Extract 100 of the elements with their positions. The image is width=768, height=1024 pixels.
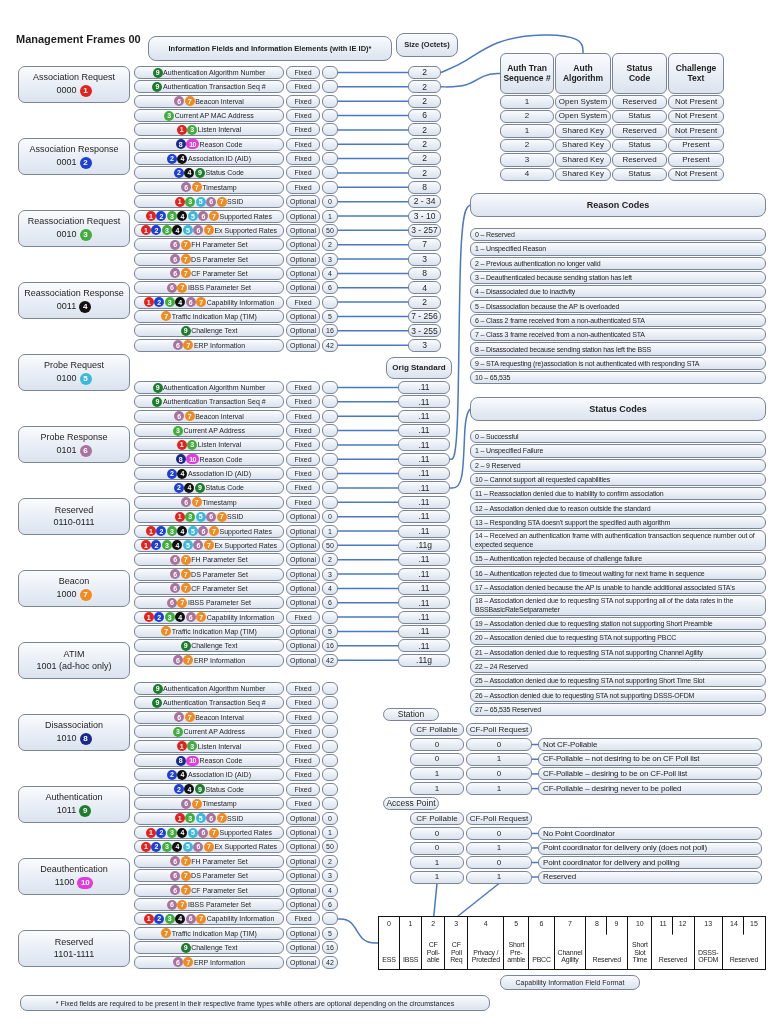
frame-type-name: Authentication (45, 792, 103, 802)
field-row (134, 309, 284, 323)
connector-line (337, 458, 399, 460)
connector-line (440, 34, 584, 74)
subtype-code: 0011 (56, 302, 77, 311)
field-row (134, 682, 284, 695)
field-row (134, 768, 284, 782)
standard-cell: .11 (398, 639, 450, 653)
empty-ie-id-cell (322, 80, 338, 94)
standard-cell: .11 (398, 495, 450, 509)
field-row (134, 252, 284, 266)
bit-value-cell: 0 (466, 738, 532, 751)
connector-line (337, 229, 409, 232)
field-row (134, 696, 284, 710)
frame-type-box (18, 642, 130, 679)
list-header: Status Codes (470, 397, 766, 421)
frame-type-box (18, 354, 130, 391)
field-row (134, 869, 284, 883)
table-cell: Status (612, 109, 667, 123)
connector-line (337, 301, 409, 303)
field-row (134, 510, 284, 524)
empty-ie-id-cell (322, 710, 338, 724)
field-row (134, 467, 284, 481)
field-row (134, 912, 284, 926)
diagram-title: Management Frames 00 (16, 33, 141, 45)
table-header-cell: CF-Poll Request (466, 812, 532, 825)
standard-cell: .11g (398, 653, 450, 667)
standard-cell: .11 (398, 424, 450, 438)
connector-line (531, 773, 539, 775)
table-header-cell: Auth Algorithm (555, 53, 611, 94)
frame-type-name: Beacon (58, 576, 90, 586)
field-row (134, 840, 284, 854)
standard-cell: .11 (398, 581, 450, 595)
connector-line (337, 659, 399, 661)
empty-ie-id-cell (322, 467, 338, 481)
field-row (134, 137, 284, 151)
connector-line (337, 344, 409, 346)
connector-line (337, 86, 409, 88)
table-cell: Reserved (612, 153, 667, 167)
empty-ie-id-cell (322, 295, 338, 309)
table-header-cell: Challenge Text (668, 53, 724, 94)
field-row (134, 409, 284, 423)
connector-line (337, 186, 409, 189)
subtype-code: 0001 (56, 158, 77, 167)
table-header-cell: Auth Tran Sequence # (500, 53, 554, 94)
field-row (134, 223, 284, 237)
connector-line (337, 444, 399, 446)
bit-cell (400, 917, 423, 969)
size-cell: 2 (408, 123, 441, 137)
size-cell: 2 (408, 66, 441, 79)
bit-value-cell: 1 (410, 870, 464, 884)
field-row (134, 898, 284, 911)
field-row (134, 424, 284, 438)
table-cell: Shared Key (555, 153, 611, 167)
empty-ie-id-cell (322, 797, 338, 811)
field-row (134, 567, 284, 581)
frame-type-name: Disassociation (45, 720, 103, 730)
connector-line (337, 573, 399, 575)
connector-line (337, 918, 379, 944)
description-row: CF-Pollable – desiring never to be polled (538, 782, 762, 796)
field-row (134, 438, 284, 452)
subtype-code: 0101 (56, 446, 77, 455)
empty-ie-id-cell (322, 610, 338, 624)
connector-line (337, 71, 409, 74)
connector-line (337, 272, 409, 275)
bit-value-cell: 1 (410, 856, 464, 869)
frame-type-name: Association Response (29, 144, 119, 154)
table-cell: 2 (500, 138, 554, 152)
standard-cell: .11 (398, 438, 450, 452)
frame-type-box (18, 282, 130, 319)
field-row (134, 955, 284, 969)
bit-value-cell: 1 (466, 841, 532, 855)
standard-cell: .11 (398, 553, 450, 567)
frame-type-name: Reassociation Request (27, 216, 121, 226)
table-header-cell: CF-Poll Request (466, 723, 532, 736)
bit-value-cell: 1 (410, 767, 464, 781)
table-cell: 2 (500, 109, 554, 123)
frame-number-badge: 2 (79, 156, 92, 169)
description-row: Point coordinator for delivery and polling (538, 856, 762, 869)
bit-value-cell: 0 (410, 841, 464, 855)
field-row (134, 295, 284, 309)
size-cell: 3 - 10 (408, 209, 441, 223)
field-row (134, 596, 284, 610)
table-cell: 1 (500, 124, 554, 138)
empty-ie-id-cell (322, 137, 338, 151)
field-row (134, 941, 284, 955)
empty-ie-id-cell (322, 481, 338, 495)
subtype-code: 0110-0111 (53, 518, 95, 527)
field-row (134, 538, 284, 552)
standard-cell: .11g (398, 538, 450, 552)
table-cell: 1 (500, 95, 554, 109)
standard-cell: .11 (398, 510, 450, 524)
empty-ie-id-cell (322, 739, 338, 753)
field-row (134, 754, 284, 767)
bit-value-cell: 0 (410, 738, 464, 751)
standard-cell: .11 (398, 452, 450, 466)
field-row (134, 94, 284, 108)
table-header-cell: CF Pollable (410, 723, 464, 736)
frame-type-box (18, 570, 130, 607)
description-row: Point coordinator for delivery only (does not poll) (538, 841, 762, 855)
